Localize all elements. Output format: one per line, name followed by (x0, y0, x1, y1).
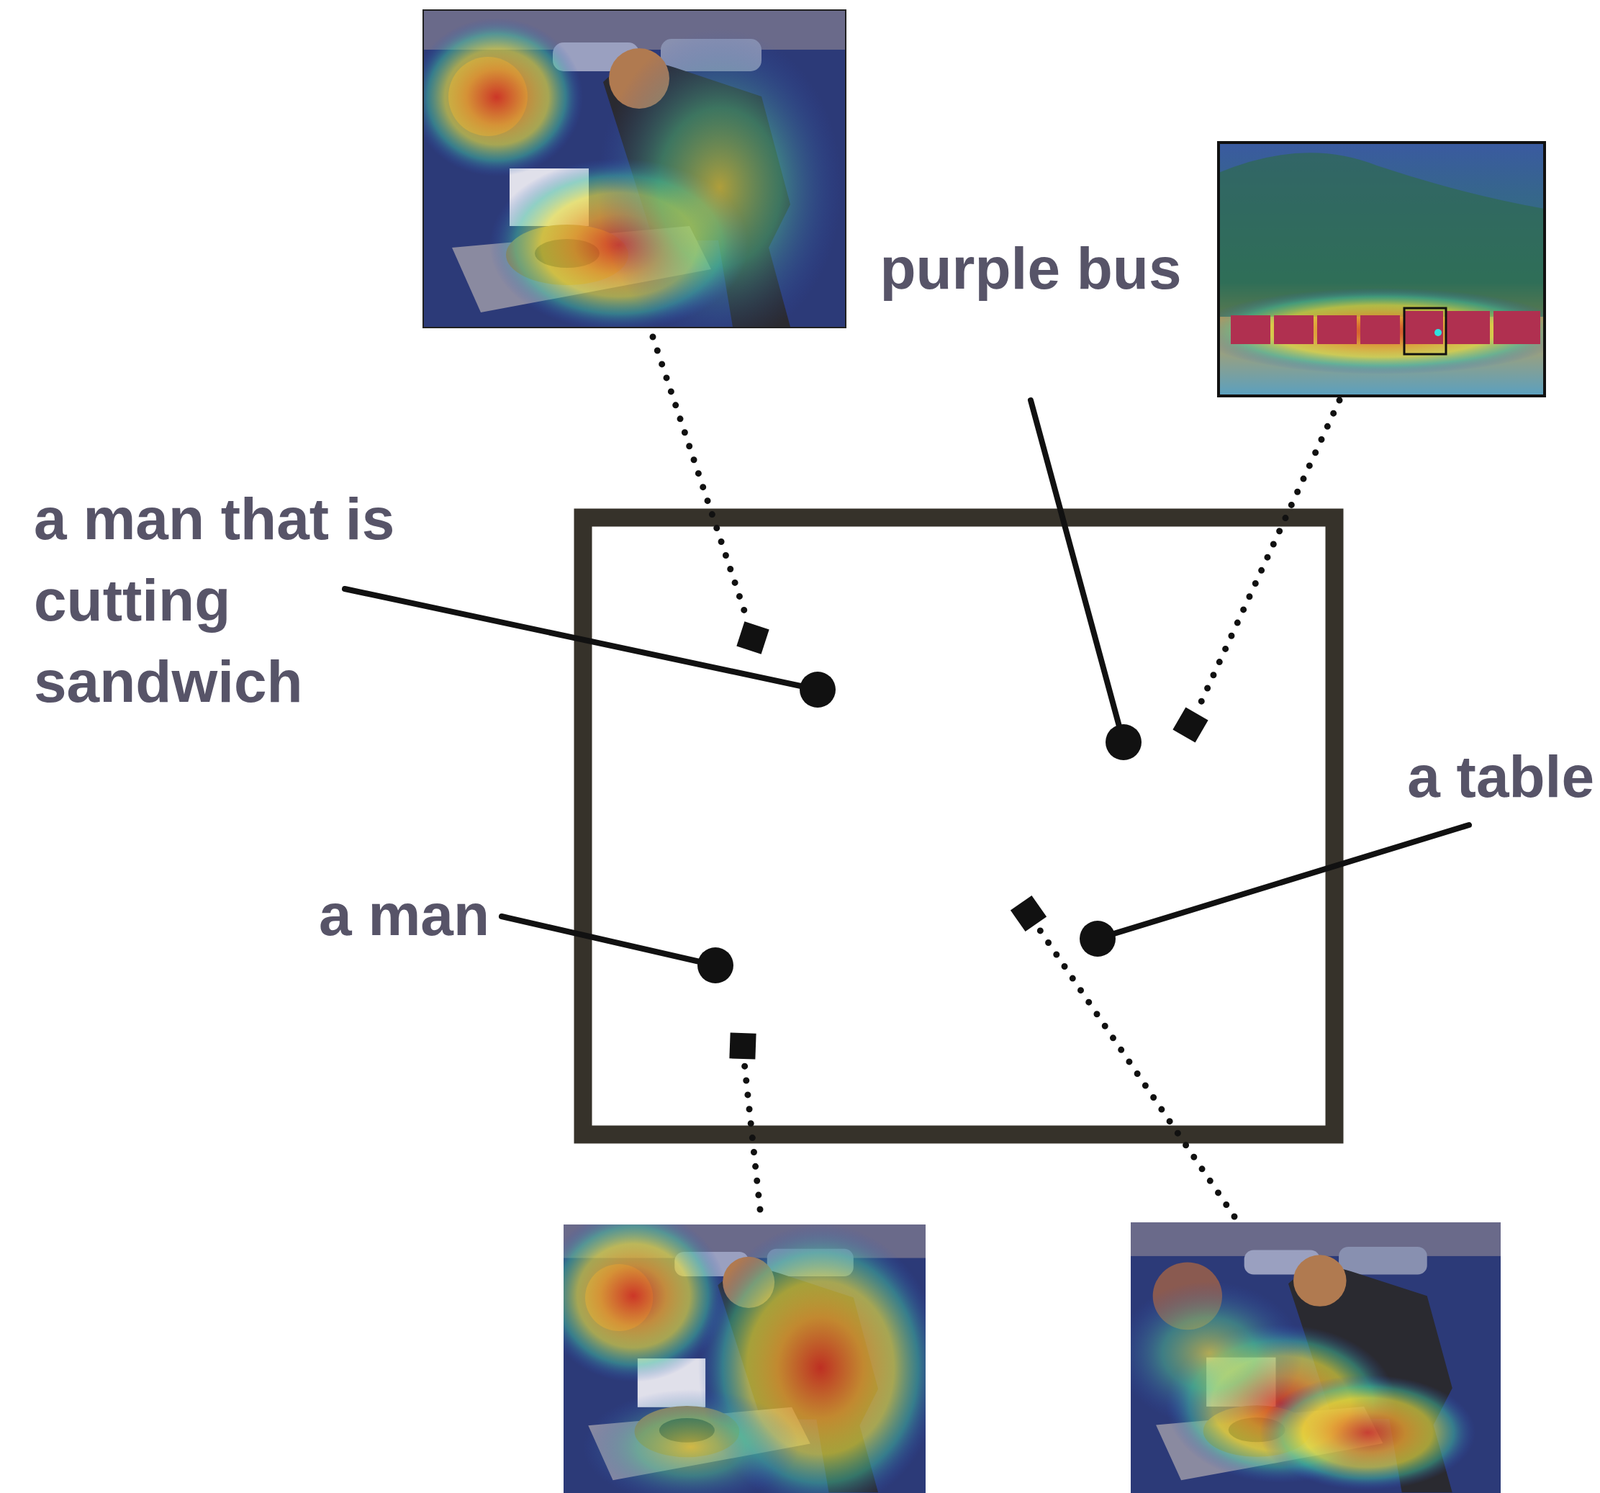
caption-label: a man (259, 873, 490, 956)
caption-label: a man that is cutting sandwich (33, 477, 495, 722)
caption-label: purple bus (879, 227, 1182, 309)
image-point (729, 621, 1208, 1059)
text-point (697, 671, 1142, 984)
heatmap-photo (423, 10, 846, 328)
embedding-space (582, 517, 1335, 1135)
heatmap-photo (1130, 1222, 1501, 1493)
heatmap-photo (563, 1224, 926, 1493)
leader-line (344, 400, 1470, 966)
dotted-link (652, 336, 1340, 1217)
caption-label: a table (1356, 735, 1595, 817)
heatmap-photo (1218, 142, 1545, 396)
